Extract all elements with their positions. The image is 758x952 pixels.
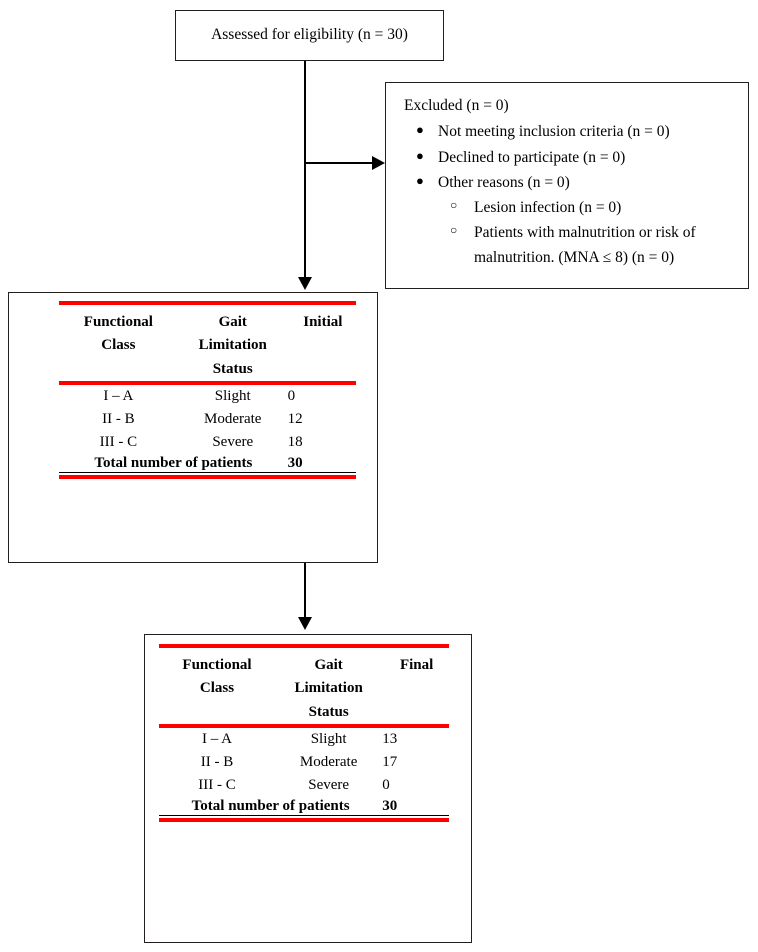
cell-status: Slight: [214, 387, 251, 404]
table-row: II - B Moderate 12: [59, 408, 356, 431]
list-item: ○ Patients with malnutrition or risk of …: [436, 220, 734, 270]
assessed-for-eligibility-box: Assessed for eligibility (n = 30): [175, 10, 444, 61]
table-total-row: Total number of patients 30: [159, 798, 449, 815]
sub-bullet-icon: ○: [450, 222, 458, 237]
table-row: III - C Severe 18: [59, 431, 356, 454]
rule-black-bottom: [159, 814, 449, 816]
list-item-label-continued: malnutrition. (MNA ≤ 8) (n = 0): [474, 249, 675, 267]
assessed-for-eligibility-label: Assessed for eligibility (n = 30): [211, 26, 408, 44]
cell-count: 0: [287, 387, 296, 404]
cell-status: Severe: [308, 777, 350, 794]
table-header-row: Functional Class Gait Limitation Status …: [159, 648, 449, 724]
connector-main-vertical: [304, 61, 306, 279]
column-header-line: Limitation: [294, 680, 363, 697]
excluded-title: Excluded (n = 0): [404, 97, 509, 114]
sub-bullet-icon: ○: [450, 197, 458, 212]
table-final: Functional Class Gait Limitation Status …: [159, 644, 449, 822]
list-item: ● Other reasons (n = 0): [404, 170, 734, 195]
column-header-final: Final: [399, 657, 434, 673]
column-header-line: Functional: [83, 314, 153, 330]
cell-class: III - C: [198, 777, 236, 794]
cell-status: Moderate: [203, 411, 262, 427]
excluded-other-reasons-sublist: ○ Lesion infection (n = 0) ○ Patients wi…: [436, 195, 734, 270]
cell-count: 0: [382, 777, 390, 794]
column-header-functional-class: Functional Class: [59, 305, 178, 381]
table-row: II - B Moderate 17: [159, 751, 449, 774]
cell-class: I – A: [202, 730, 232, 747]
column-header-line: Class: [101, 337, 136, 354]
column-header-line: Gait: [314, 657, 343, 673]
connector-tables-vertical: [304, 563, 306, 619]
column-header-line: Status: [212, 360, 253, 377]
table-total-row: Total number of patients 30: [59, 455, 356, 472]
table-rule-row: [59, 471, 356, 479]
table-row: I – A Slight 0: [59, 385, 356, 408]
column-header-line: Gait: [218, 314, 247, 330]
table-row: III - C Severe 0: [159, 774, 449, 797]
table-rule-row: [159, 723, 449, 728]
column-header-functional-class: Functional Class: [159, 648, 275, 724]
excluded-box: Excluded (n = 0) ● Not meeting inclusion…: [385, 82, 749, 289]
rule-red-bottom: [159, 817, 449, 822]
cell-class: III - C: [99, 434, 138, 451]
column-header-line: Functional: [182, 657, 252, 673]
table-rule-row: [159, 814, 449, 822]
bullet-icon: ●: [416, 122, 424, 138]
connector-arrow-to-table-final: [298, 617, 312, 630]
table-initial: Functional Class Gait Limitation Status …: [59, 301, 356, 479]
total-value: 30: [382, 797, 398, 814]
excluded-other-reasons-sublist-wrap: ○ Lesion infection (n = 0) ○ Patients wi…: [404, 195, 734, 270]
table-rule-row: [59, 380, 356, 385]
total-value: 30: [287, 454, 303, 471]
table-row: I – A Slight 13: [159, 728, 449, 751]
table-initial-box: Functional Class Gait Limitation Status …: [8, 292, 378, 563]
list-item: ○ Lesion infection (n = 0): [436, 195, 734, 220]
list-item-label: Other reasons (n = 0): [438, 173, 570, 191]
bullet-icon: ●: [416, 147, 424, 163]
table-rule-row: [59, 301, 356, 305]
connector-arrow-to-excluded: [372, 156, 385, 170]
cell-class: I – A: [103, 387, 134, 404]
rule-black-bottom: [59, 471, 356, 473]
cell-status: Slight: [310, 730, 347, 747]
rule-red-top: [159, 644, 449, 648]
list-item: ● Not meeting inclusion criteria (n = 0): [404, 119, 734, 144]
list-item: ● Declined to participate (n = 0): [404, 145, 734, 170]
table-final-box: Functional Class Gait Limitation Status …: [144, 634, 472, 943]
cell-status: Severe: [212, 434, 254, 451]
table-rule-row: [159, 644, 449, 648]
cell-class: II - B: [102, 411, 135, 427]
cell-class: II - B: [200, 754, 234, 770]
list-item-label: Patients with malnutrition or risk of: [474, 223, 696, 241]
cell-count: 17: [382, 754, 398, 771]
list-item-label: Lesion infection (n = 0): [474, 198, 622, 216]
cell-status: Moderate: [299, 754, 358, 770]
column-header-line: Status: [308, 703, 349, 720]
column-header-line: Class: [199, 680, 235, 697]
rule-red-bottom: [59, 474, 356, 479]
list-item-label: Declined to participate (n = 0): [438, 148, 626, 166]
list-item-label: Not meeting inclusion criteria (n = 0): [438, 123, 670, 141]
cell-count: 18: [287, 434, 303, 451]
bullet-icon: ●: [416, 172, 424, 188]
total-label: Total number of patients: [94, 454, 253, 471]
total-label: Total number of patients: [191, 797, 350, 814]
table-header-row: Functional Class Gait Limitation Status …: [59, 305, 356, 381]
rule-red-top: [59, 301, 356, 305]
column-header-gait-limitation-status: Gait Limitation Status: [178, 305, 288, 381]
excluded-reason-list: ● Not meeting inclusion criteria (n = 0)…: [404, 119, 734, 194]
column-header-gait-limitation-status: Gait Limitation Status: [275, 648, 382, 724]
cell-count: 13: [382, 730, 398, 747]
connector-arrow-to-table-initial: [298, 277, 312, 290]
rule-red-header-bottom: [59, 380, 356, 385]
connector-branch-horizontal: [304, 162, 374, 164]
rule-red-header-bottom: [159, 723, 449, 728]
column-header-line: Limitation: [198, 337, 267, 354]
cell-count: 12: [287, 411, 303, 428]
column-header-initial: Initial: [303, 314, 343, 330]
